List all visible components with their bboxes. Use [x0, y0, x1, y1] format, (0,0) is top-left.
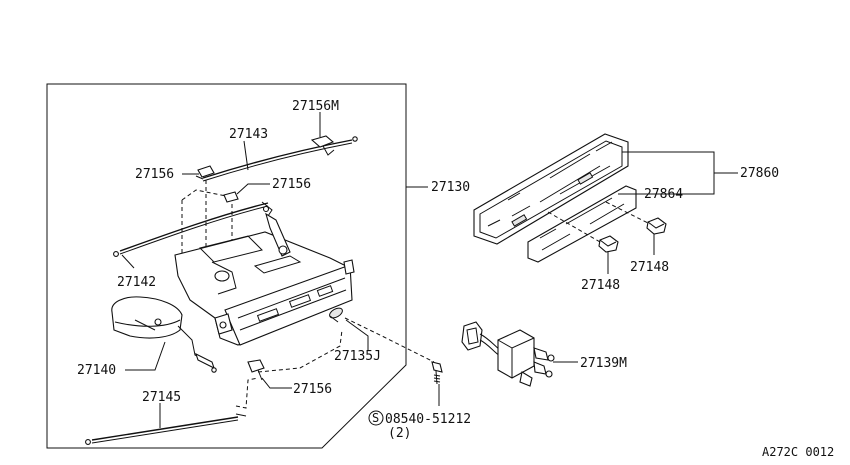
label-27148-lower: 27148 — [581, 278, 620, 293]
screw-symbol-circle — [368, 410, 384, 426]
label-27142: 27142 — [117, 275, 156, 290]
cable-27142 — [113, 201, 273, 257]
control-assembly-body — [174, 212, 355, 346]
clip-27156-lower — [247, 359, 265, 381]
screw-symbol: S — [372, 411, 379, 425]
label-27156-lower: 27156 — [293, 382, 332, 397]
label-27145: 27145 — [142, 390, 181, 405]
label-screw-qty: (2) — [388, 426, 411, 441]
bezel-27860 — [473, 133, 629, 245]
guide-line-2 — [181, 189, 227, 201]
leader-lines — [121, 112, 738, 428]
cable-27143 — [195, 136, 358, 182]
guide-line-6 — [257, 329, 343, 373]
switch-27139M — [461, 321, 555, 387]
assembly-frame — [46, 83, 407, 449]
clip-27156M — [310, 135, 335, 156]
guide-line-5 — [235, 377, 259, 409]
label-27156M: 27156M — [292, 99, 339, 114]
screw-08540-51212 — [431, 361, 443, 385]
knob-27148-b — [598, 235, 619, 253]
label-27148-upper: 27148 — [630, 260, 669, 275]
guide-line-knob-a — [605, 201, 651, 225]
clip-27156-middle — [223, 191, 239, 203]
clip-27156-upper — [197, 165, 215, 178]
motor-27140 — [111, 296, 217, 373]
label-27864: 27864 — [644, 187, 683, 202]
label-27135J: 27135J — [334, 349, 381, 364]
label-screw-part: 08540-51212 — [385, 412, 471, 427]
cable-27145 — [85, 413, 247, 445]
bulb-27135J — [329, 307, 343, 323]
knob-27148-a — [646, 217, 667, 235]
label-27156-middle: 27156 — [272, 177, 311, 192]
label-27130: 27130 — [431, 180, 470, 195]
label-27143: 27143 — [229, 127, 268, 142]
label-27860: 27860 — [740, 166, 779, 181]
label-27156-upper: 27156 — [135, 167, 174, 182]
guide-line-knob-b — [547, 211, 601, 243]
reference-code: A272C 0012 — [762, 445, 834, 459]
panel-27864 — [527, 185, 637, 263]
label-27139M: 27139M — [580, 356, 627, 371]
label-27140: 27140 — [77, 363, 116, 378]
